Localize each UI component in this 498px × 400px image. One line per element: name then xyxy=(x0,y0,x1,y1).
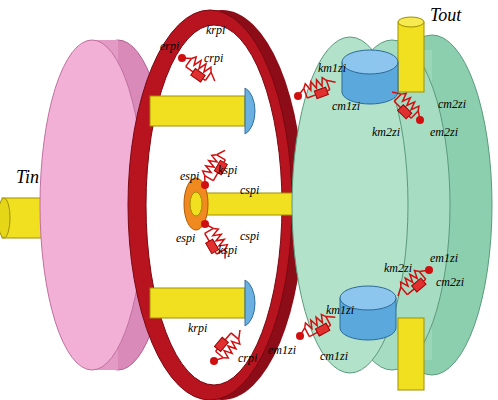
error-dot xyxy=(425,266,433,274)
parameter-label: krpi xyxy=(188,322,207,334)
parameter-label: cm1zi xyxy=(320,350,348,362)
parameter-label: crpi xyxy=(204,52,223,64)
parameter-label: kspi xyxy=(218,244,237,256)
parameter-label: km1zi xyxy=(326,304,354,316)
error-dot xyxy=(296,332,304,340)
shaft-end xyxy=(398,17,424,27)
torque-label: Tout xyxy=(430,6,461,24)
output-gear xyxy=(292,37,408,373)
parameter-label: cspi xyxy=(240,230,259,242)
parameter-label: espi xyxy=(176,232,195,244)
sun-hub xyxy=(190,192,202,216)
parameter-label: km1zi xyxy=(318,62,346,74)
parameter-label: km2zi xyxy=(384,262,412,274)
torque-label: Tin xyxy=(16,168,39,186)
error-dot xyxy=(416,116,424,124)
output-shaft xyxy=(398,22,424,92)
gear-cylinder-top xyxy=(342,50,398,74)
error-dot xyxy=(201,220,209,228)
parameter-label: cm2zi xyxy=(438,98,466,110)
parameter-label: crpi xyxy=(238,352,257,364)
sun-gear xyxy=(184,178,208,230)
planet-shaft xyxy=(150,96,245,126)
output-shaft xyxy=(398,318,424,390)
parameter-label: kspi xyxy=(218,164,237,176)
planet-gear xyxy=(245,280,255,326)
parameter-label: espi xyxy=(180,170,199,182)
parameter-label: cm2zi xyxy=(436,276,464,288)
spring-damper xyxy=(197,220,233,264)
parameter-label: erpi xyxy=(160,40,179,52)
error-dot xyxy=(294,92,302,100)
parameter-label: em2zi xyxy=(430,126,458,138)
parameter-label: cm1zi xyxy=(332,100,360,112)
parameter-label: cspi xyxy=(240,184,259,196)
parameter-label: krpi xyxy=(206,24,225,36)
parameter-label: em1zi xyxy=(430,252,458,264)
shaft-end xyxy=(0,198,10,238)
error-dot xyxy=(201,181,209,189)
parameter-label: km2zi xyxy=(372,126,400,138)
planet-gear xyxy=(245,88,255,134)
planet-shaft xyxy=(150,288,245,318)
parameter-label: em1zi xyxy=(268,344,296,356)
error-dots xyxy=(178,54,433,365)
spring-damper xyxy=(386,86,427,127)
error-dot xyxy=(178,54,186,62)
error-dot xyxy=(210,357,218,365)
